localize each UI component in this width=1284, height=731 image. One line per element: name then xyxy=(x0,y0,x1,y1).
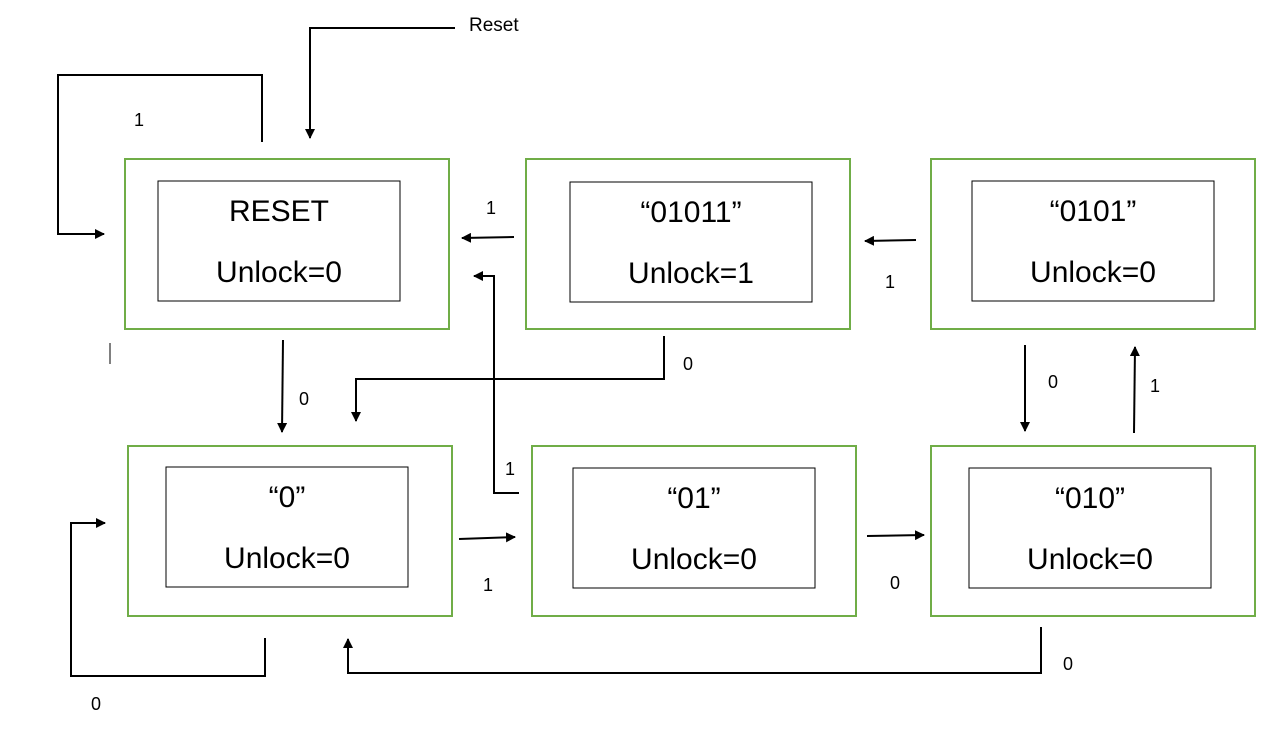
state-name: “0101” xyxy=(1050,195,1137,228)
edge-label: 0 xyxy=(683,354,693,374)
edge-label: 1 xyxy=(134,110,144,130)
edge-label: 1 xyxy=(483,575,493,595)
edge-label: 1 xyxy=(885,272,895,292)
state-output: Unlock=0 xyxy=(216,256,342,289)
state-name: “0” xyxy=(269,481,306,514)
state-01011: “01011” Unlock=1 xyxy=(525,158,851,330)
edge-s0-self-loop xyxy=(70,518,266,677)
state-name: RESET xyxy=(229,195,329,228)
edge-s010-to-s0 xyxy=(343,627,1042,674)
state-output: Unlock=0 xyxy=(1030,256,1156,289)
edge-s010-to-s0101 xyxy=(1129,346,1140,434)
edge-label: 0 xyxy=(91,694,101,714)
edge-label: 0 xyxy=(1063,654,1073,674)
edge-s0-to-s01 xyxy=(458,532,516,543)
edge-s01-to-reset xyxy=(473,271,519,494)
state-name: “01011” xyxy=(640,196,741,229)
state-01: “01” Unlock=0 xyxy=(531,445,857,617)
state-name: “01” xyxy=(667,482,720,515)
state-reset: RESET Unlock=0 xyxy=(124,158,450,330)
edge-label: 1 xyxy=(505,459,515,479)
state-name: “010” xyxy=(1055,482,1125,515)
state-010: “010” Unlock=0 xyxy=(930,445,1256,617)
state-output: Unlock=0 xyxy=(631,543,757,576)
edge-label: 0 xyxy=(890,573,900,593)
edge-reset-to-s0 xyxy=(277,339,288,433)
edge-label: 1 xyxy=(486,198,496,218)
edge-label: 0 xyxy=(299,389,309,409)
state-output: Unlock=1 xyxy=(628,257,754,290)
state-output: Unlock=0 xyxy=(1027,543,1153,576)
state-output: Unlock=0 xyxy=(224,542,350,575)
edge-label: 0 xyxy=(1048,372,1058,392)
edge-reset-self-loop xyxy=(57,74,263,239)
reset-input-label: Reset xyxy=(469,15,519,36)
edge-s0101-to-s01011 xyxy=(864,235,917,246)
edge-label: 1 xyxy=(1150,376,1160,396)
state-0: “0” Unlock=0 xyxy=(127,445,453,617)
reset-input-arrow xyxy=(305,27,455,139)
edge-s01011-to-s0 xyxy=(351,336,665,422)
edge-s01-to-s010 xyxy=(866,530,925,541)
state-0101: “0101” Unlock=0 xyxy=(930,158,1256,330)
edge-s01011-to-reset xyxy=(461,232,515,243)
